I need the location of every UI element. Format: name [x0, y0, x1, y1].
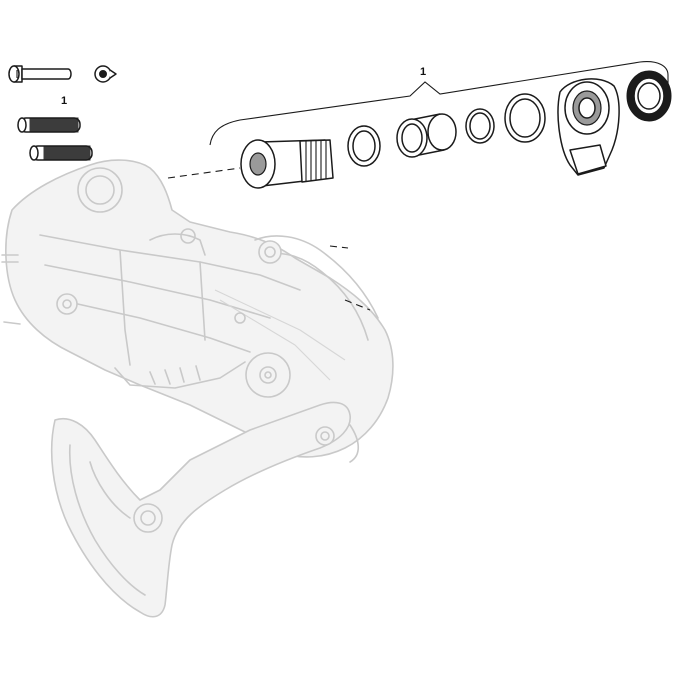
bushing-ring-2 [465, 108, 495, 144]
rear-derailleur-ghost [1, 159, 394, 618]
pivot-bolt [240, 139, 334, 189]
top-callout-number: 1 [420, 66, 426, 78]
guide-line-mid [344, 299, 371, 311]
b-knuckle-pivot-housing [557, 78, 620, 176]
guide-line-right [329, 245, 349, 249]
group-bracket [209, 61, 669, 146]
left-callout-number: 1 [61, 95, 67, 107]
bushing-ring-1 [347, 125, 381, 167]
grub-screw-upper [17, 117, 81, 133]
toothed-washer [626, 70, 672, 122]
bushing-ring-3 [504, 93, 546, 143]
small-nut-washer [94, 65, 117, 83]
sleeve-bushing [396, 113, 457, 158]
grub-screw-lower [29, 145, 93, 161]
assembly-axis-line [167, 167, 241, 179]
limit-screw-bolt [8, 65, 72, 83]
